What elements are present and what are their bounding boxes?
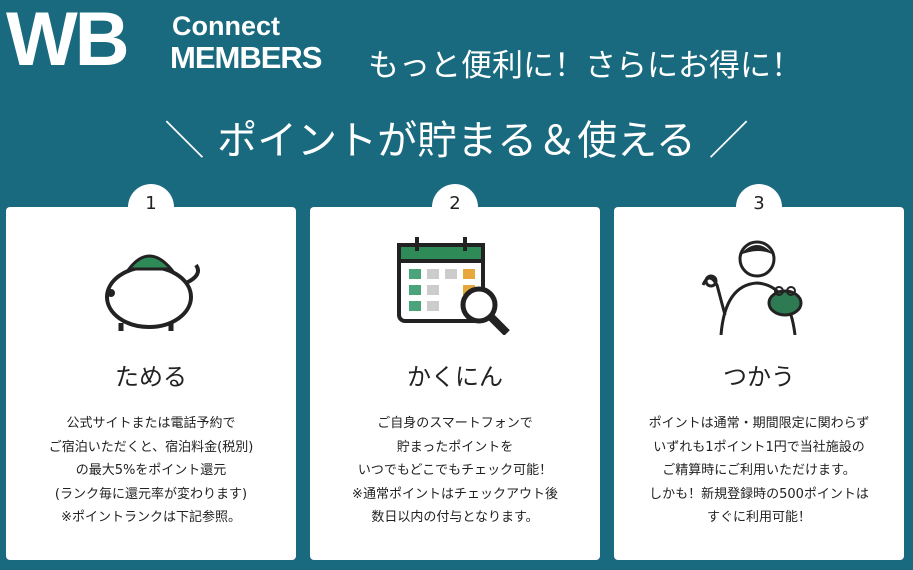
desc-line: ご精算時にご利用いただけます。 (662, 463, 856, 478)
desc-line: ご宿泊いただくと、宿泊料金(税別) (48, 439, 254, 455)
desc-line: 数日以内の付与となります。 (371, 510, 539, 525)
desc-line: ※通常ポイントはチェックアウト後 (352, 486, 558, 502)
logo-wb: WB (6, 0, 130, 82)
step-description: 公式サイトまたは電話予約で ご宿泊いただくと、宿泊料金(税別) の最大5%をポイ… (6, 412, 296, 530)
desc-line: いずれも1ポイント1円で当社施設の (653, 439, 865, 455)
step-description: ご自身のスマートフォンで 貯まったポイントを いつでもどこでもチェック可能！ ※… (310, 412, 600, 530)
step-description: ポイントは通常・期間限定に関わらず いずれも1ポイント1円で当社施設の ご精算時… (614, 412, 904, 530)
tagline: もっと便利に！さらにお得に！ (368, 48, 802, 84)
step-number: 1 (128, 184, 174, 230)
step-card-1: 1 ためる 公式サイトまたは電話予約で ご宿泊いただくと、宿泊料金(税別) の最… (6, 184, 296, 560)
desc-line: 公式サイトまたは電話予約で (66, 416, 236, 431)
calendar-search-icon (397, 237, 510, 335)
step-card-3: 3 つかう ポイントは通常・期間限定に関わらず いずれも1ポイント1円で当社施設… (614, 184, 904, 560)
logo-connect: Connect (172, 11, 280, 41)
desc-line: ※ポイントランクは下記参照。 (61, 510, 241, 525)
step-number: 2 (432, 184, 478, 230)
step-title: かくにん (407, 363, 503, 391)
step-card-2: 2 かくにん ご自身のスマートフォンで 貯まったポイントを いつでもどこでもチェ… (310, 184, 600, 560)
step-title: つかう (723, 363, 795, 391)
desc-line: (ランク毎に還元率が変わります) (54, 486, 248, 502)
step-number: 3 (736, 184, 782, 230)
desc-line: すぐに利用可能！ (706, 510, 811, 525)
desc-line: の最大5%をポイント還元 (75, 463, 227, 478)
desc-line: しかも！新規登録時の500ポイントは (649, 486, 869, 502)
step-title: ためる (115, 363, 187, 391)
logo-members: MEMBERS (170, 40, 322, 75)
person-wallet-icon (701, 240, 803, 335)
desc-line: ポイントは通常・期間限定に関わらず (648, 416, 870, 431)
headline: ＼ ポイントが貯まる＆使える ／ (164, 118, 749, 164)
desc-line: ご自身のスマートフォンで (377, 416, 533, 431)
piggy-bank-icon (105, 254, 200, 331)
desc-line: いつでもどこでもチェック可能！ (357, 463, 553, 478)
desc-line: 貯まったポイントを (396, 439, 514, 455)
